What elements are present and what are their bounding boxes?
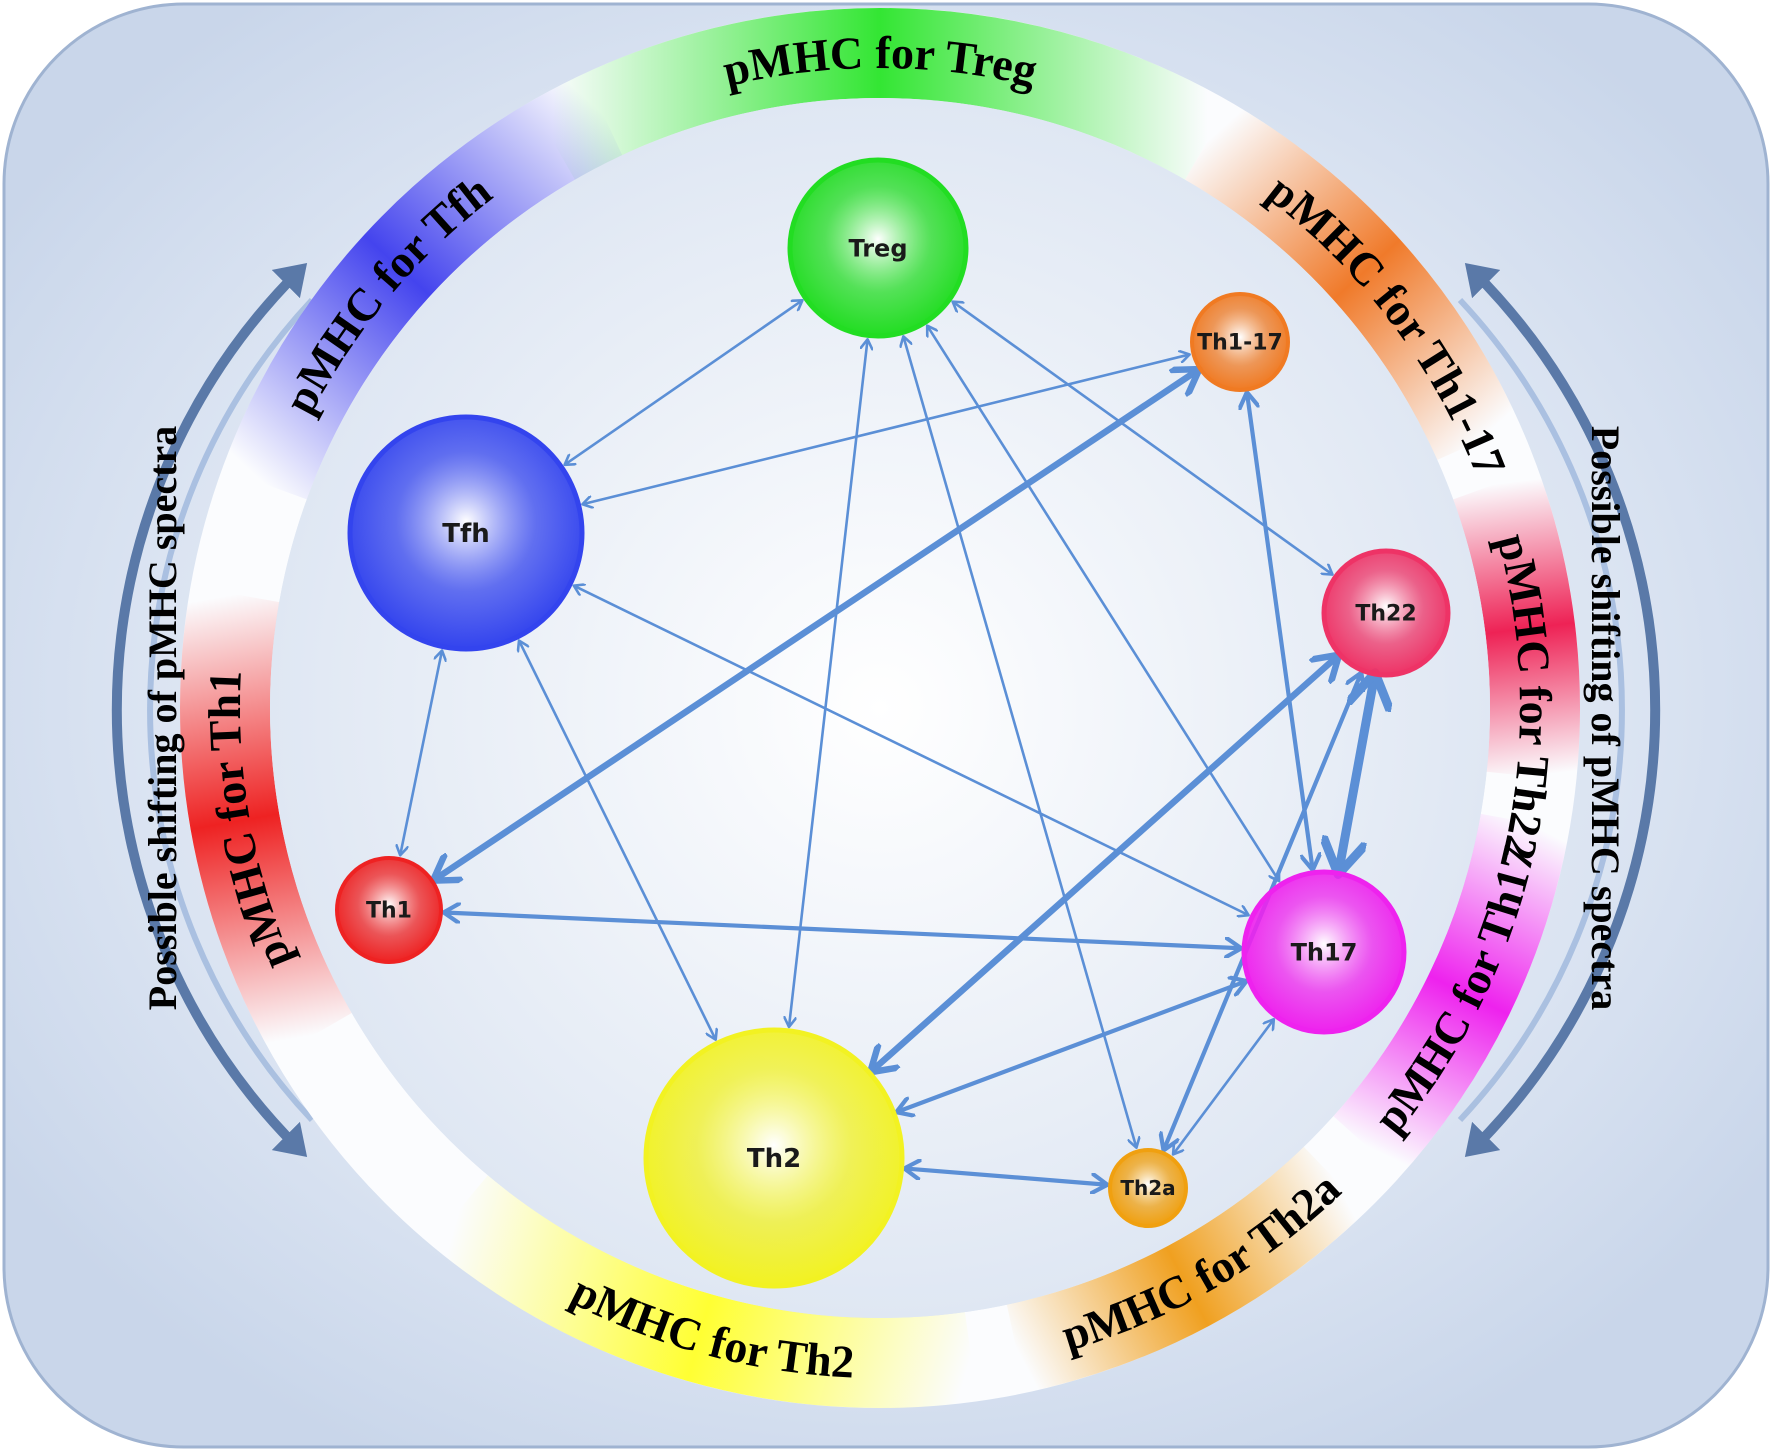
left-shift-arc-inner [147, 297, 315, 1123]
node-th17 [1241, 869, 1407, 1035]
ring-segment-tfh [222, 73, 623, 500]
node-label-treg: Treg [848, 234, 907, 262]
pmhc-ring [179, 7, 1580, 1408]
left-side-label: Possible shifting of pMHC spectra [140, 426, 185, 1010]
ring-segment-th17 [1333, 813, 1570, 1177]
ring-segment-treg [530, 7, 1230, 180]
edge-th17-th2a [1174, 1021, 1272, 1153]
edge-tfh-th1 [401, 653, 442, 854]
node-label-tfh: Tfh [442, 519, 490, 549]
node-label-th2: Th2 [747, 1144, 801, 1174]
edge-th1-th17 [447, 913, 1238, 949]
ring-segment-th2 [430, 1175, 978, 1408]
ring-segment-th2a [1006, 1146, 1367, 1393]
edges [401, 301, 1374, 1184]
node-th2 [643, 1027, 905, 1289]
right-shift-arc-inner [1457, 297, 1625, 1123]
node-th1 [335, 856, 443, 964]
ring-segment-th1 [179, 586, 352, 1058]
node-label-th1: Th1 [366, 899, 412, 924]
right-shift-arc-arrow [1464, 262, 1661, 1158]
right-side-label: Possible shifting of pMHC spectra [1583, 426, 1628, 1010]
edge-th17-th2 [899, 982, 1243, 1111]
node-label-th117: Th1-17 [1197, 331, 1283, 356]
edge-th22-th17 [1339, 680, 1373, 868]
left-shift-arc-arrow [111, 262, 308, 1158]
node-label-th2a: Th2a [1120, 1176, 1175, 1200]
edge-th2-th2a [908, 1169, 1105, 1185]
node-th22 [1321, 548, 1451, 678]
node-label-th17: Th17 [1291, 938, 1358, 966]
node-th117 [1190, 292, 1290, 392]
node-tfh [347, 414, 585, 652]
node-treg [787, 157, 969, 339]
ring-segment-th117 [1185, 101, 1520, 460]
node-label-th22: Th22 [1355, 602, 1416, 627]
ring-segment-th22 [1453, 468, 1580, 782]
node-th2a [1108, 1148, 1188, 1228]
